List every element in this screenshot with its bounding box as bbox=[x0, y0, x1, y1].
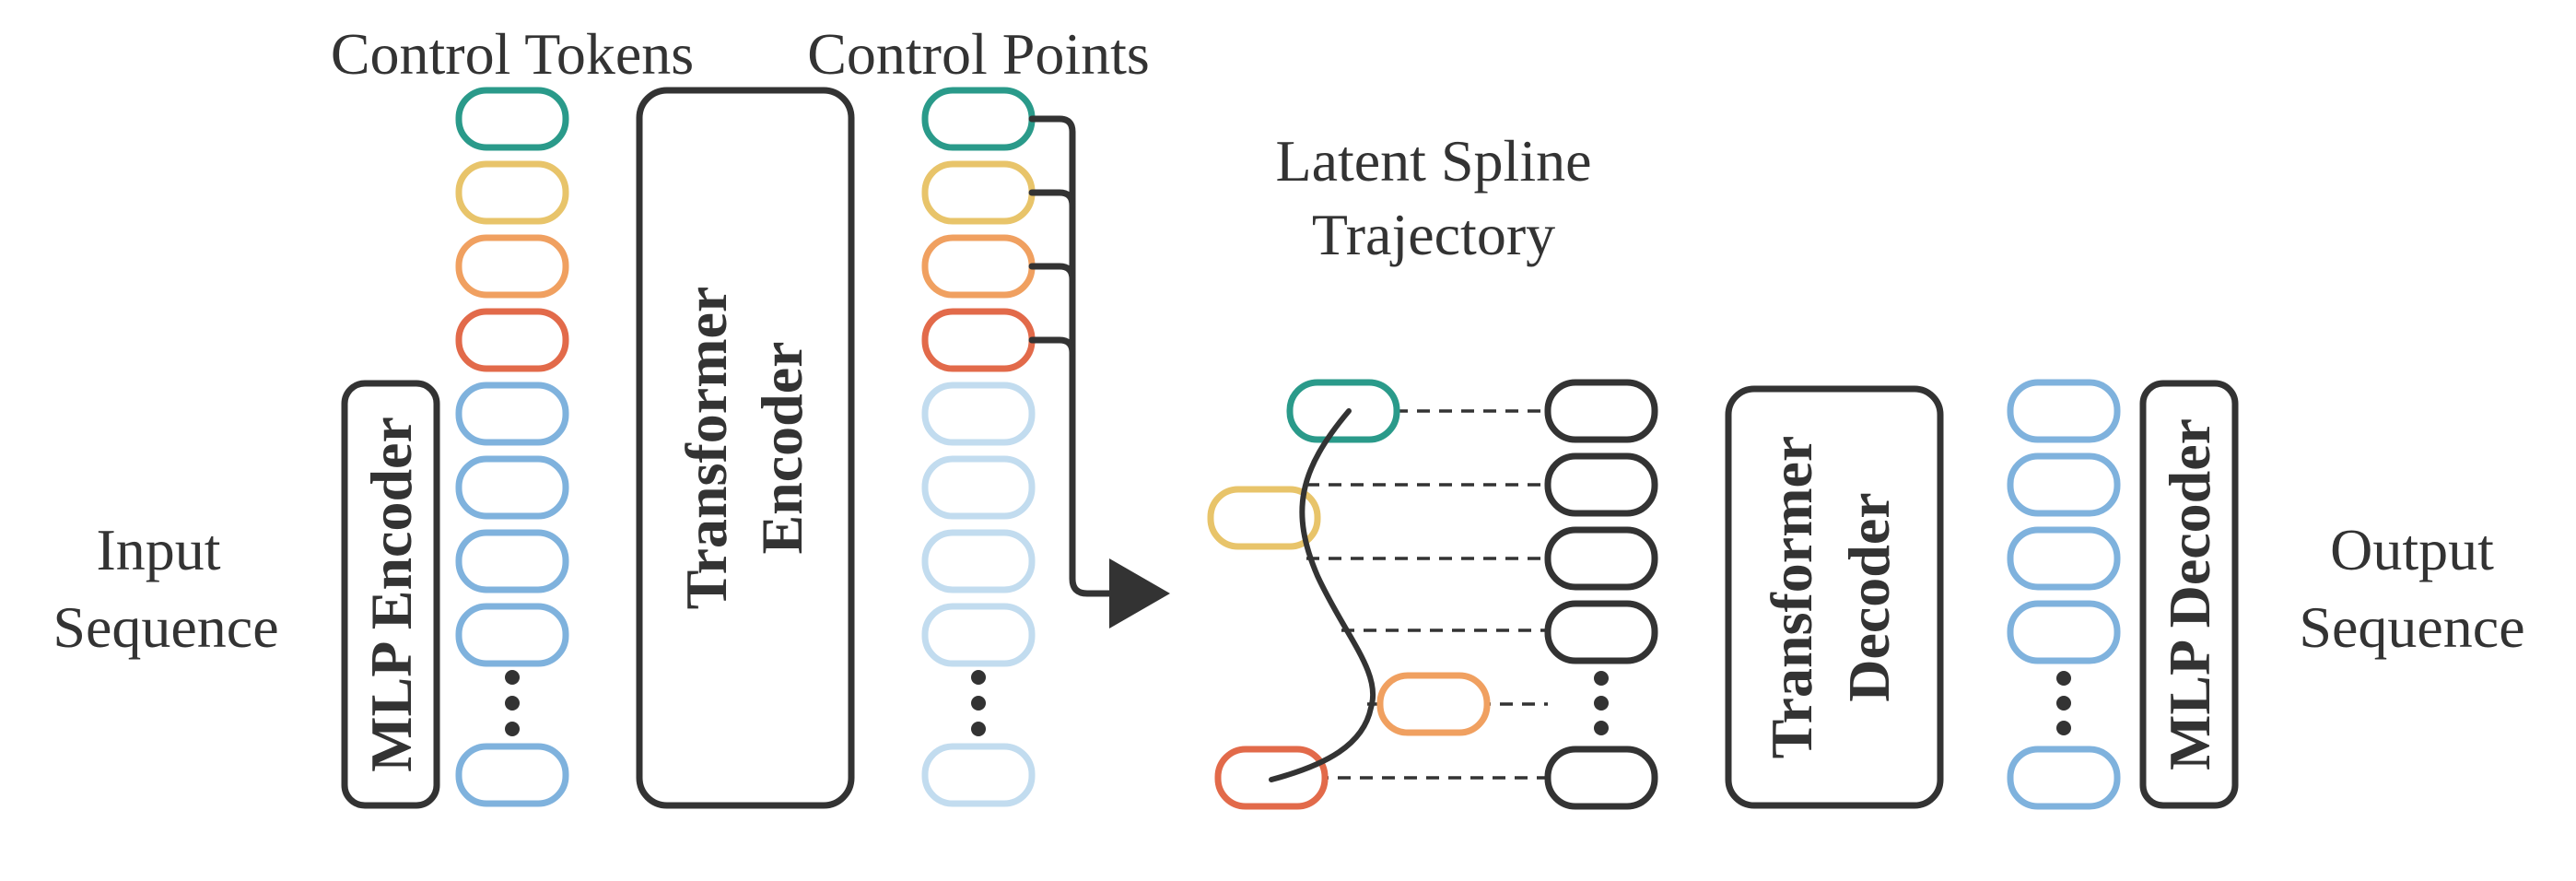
control-point-orange bbox=[921, 234, 1036, 299]
input-sequence-label-line2: Sequence bbox=[53, 594, 278, 660]
control-point-red bbox=[921, 308, 1036, 372]
output-tokens-column bbox=[2007, 379, 2121, 810]
control-token-teal bbox=[455, 87, 569, 151]
encoded-token bbox=[921, 529, 1036, 593]
sampled-token bbox=[1544, 746, 1658, 810]
transformer-encoder-label-line1: Transformer bbox=[673, 287, 739, 610]
output-token bbox=[2007, 600, 2121, 664]
control-tokens-label: Control Tokens bbox=[331, 21, 694, 87]
control-points-label: Control Points bbox=[807, 21, 1150, 87]
encoded-token bbox=[921, 603, 1036, 667]
input-sequence-label-line1: Input bbox=[96, 517, 220, 582]
sampled-token bbox=[1544, 379, 1658, 443]
input-token bbox=[455, 382, 569, 446]
input-token bbox=[455, 603, 569, 667]
spline-control-point-orange bbox=[1376, 672, 1491, 736]
transformer-decoder-label-line2: Decoder bbox=[1836, 492, 1902, 701]
output-token bbox=[2007, 379, 2121, 443]
mlp-encoder-block bbox=[341, 380, 440, 809]
control-token-red bbox=[455, 308, 569, 372]
control-points-column bbox=[921, 87, 1036, 807]
output-token bbox=[2007, 526, 2121, 591]
input-token bbox=[455, 455, 569, 520]
spline-control-point-yellow bbox=[1207, 486, 1321, 550]
transformer-decoder-block bbox=[1725, 385, 1944, 809]
control-point-yellow bbox=[921, 160, 1036, 225]
mlp-encoder-label: MLP Encoder bbox=[358, 417, 424, 772]
encoded-token bbox=[921, 743, 1036, 807]
mlp-decoder-label: MLP Decoder bbox=[2157, 418, 2222, 770]
sampled-tokens-column bbox=[1544, 379, 1658, 810]
transformer-encoder-label-line2: Encoder bbox=[749, 341, 814, 554]
spline-control-point-teal bbox=[1286, 379, 1400, 443]
output-token bbox=[2007, 746, 2121, 810]
transformer-encoder-block bbox=[636, 87, 855, 809]
output-sequence-label-line2: Sequence bbox=[2299, 594, 2524, 660]
input-token bbox=[455, 529, 569, 593]
ellipsis-icon bbox=[2056, 671, 2071, 735]
input-token bbox=[455, 743, 569, 807]
encoded-token bbox=[921, 382, 1036, 446]
control-token-yellow bbox=[455, 160, 569, 225]
ellipsis-icon bbox=[505, 670, 520, 736]
output-token bbox=[2007, 452, 2121, 517]
triangle-arrow-icon bbox=[1109, 558, 1170, 628]
spline-curve bbox=[1269, 408, 1376, 782]
encoded-token bbox=[921, 455, 1036, 520]
sampled-token bbox=[1544, 452, 1658, 517]
control-points-connector bbox=[1028, 115, 1115, 597]
ellipsis-icon bbox=[971, 670, 986, 736]
output-sequence-label-line1: Output bbox=[2330, 517, 2494, 582]
transformer-decoder-label-line1: Transformer bbox=[1759, 436, 1824, 759]
ellipsis-icon bbox=[1594, 671, 1609, 735]
latent-spline-label-line1: Latent Spline bbox=[1275, 128, 1591, 194]
control-tokens-column bbox=[455, 87, 569, 807]
latent-spline-label-line2: Trajectory bbox=[1312, 202, 1555, 267]
control-point-teal bbox=[921, 87, 1036, 151]
sampled-token bbox=[1544, 600, 1658, 664]
mlp-decoder-block bbox=[2139, 380, 2239, 809]
control-token-orange bbox=[455, 234, 569, 299]
sampled-token bbox=[1544, 526, 1658, 591]
